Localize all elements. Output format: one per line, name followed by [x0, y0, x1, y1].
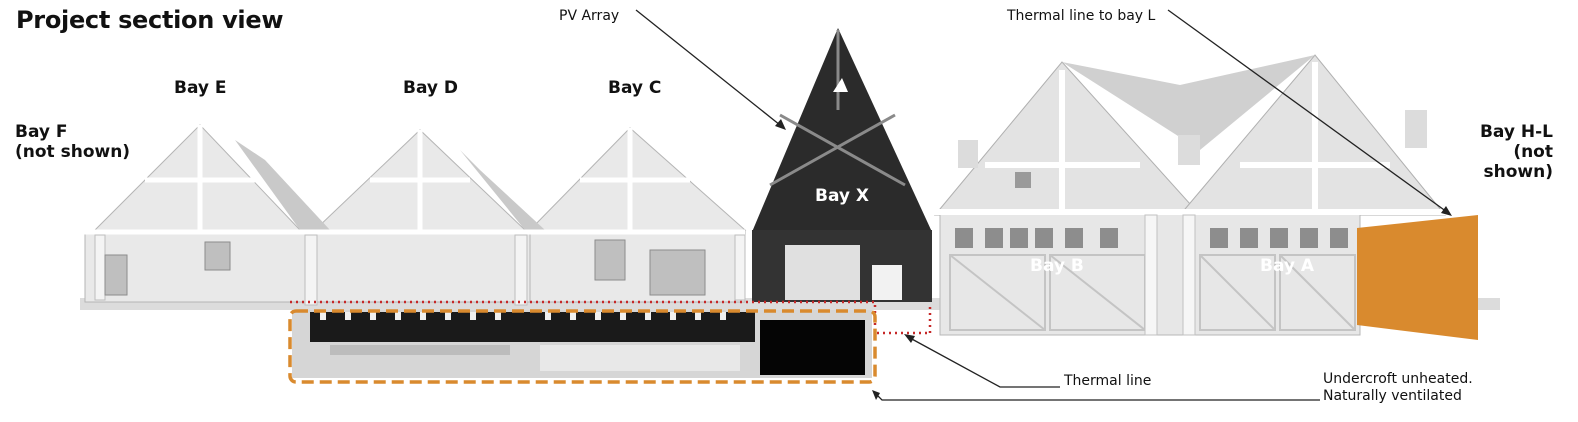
label-bay-d: Bay D — [403, 78, 459, 98]
left-bays — [84, 124, 747, 303]
label-bay-hl-line1: Bay H-L — [1479, 122, 1553, 142]
left-posts — [94, 234, 746, 306]
label-bay-f: Bay F (not shown) — [15, 122, 130, 162]
label-bay-x: Bay X — [815, 186, 870, 206]
annotation-pv-array: PV Array — [559, 8, 620, 24]
annotation-undercroft: Undercroft unheated. Naturally ventilate… — [1323, 371, 1473, 405]
bay-hl-section-cut — [1357, 215, 1478, 340]
undercroft — [292, 310, 872, 378]
label-bay-a: Bay A — [1260, 256, 1315, 276]
label-bay-hl-line2: (not shown) — [1483, 142, 1553, 182]
bay-x-roof — [752, 28, 932, 232]
page-title: Project section view — [16, 6, 284, 34]
left-windows — [104, 239, 706, 296]
undercroft-boundary — [288, 309, 877, 384]
bay-x-structure — [752, 28, 932, 302]
label-bay-f-line2: (not shown) — [15, 142, 131, 162]
right-bays — [930, 54, 1450, 336]
annotation-undercroft-line1: Undercroft unheated. — [1323, 371, 1473, 387]
bay-d-wall — [314, 229, 531, 303]
label-bay-b: Bay B — [1030, 256, 1084, 276]
label-bay-f-line1: Bay F — [15, 122, 68, 142]
bay-c-wall — [529, 229, 746, 303]
label-bay-hl: Bay H-L (not shown) — [1443, 122, 1553, 182]
label-bay-e: Bay E — [174, 78, 227, 98]
annotation-thermal-line: Thermal line — [1064, 373, 1152, 389]
annotation-thermal-line-to-bay-l: Thermal line to bay L — [1007, 8, 1156, 24]
leader-lines — [635, 9, 1448, 401]
left-trusses — [80, 125, 745, 235]
annotation-undercroft-line2: Naturally ventilated — [1323, 388, 1462, 404]
left-roof-shading — [235, 140, 545, 230]
leader-arrowheads — [775, 119, 1452, 400]
label-bay-c: Bay C — [608, 78, 662, 98]
